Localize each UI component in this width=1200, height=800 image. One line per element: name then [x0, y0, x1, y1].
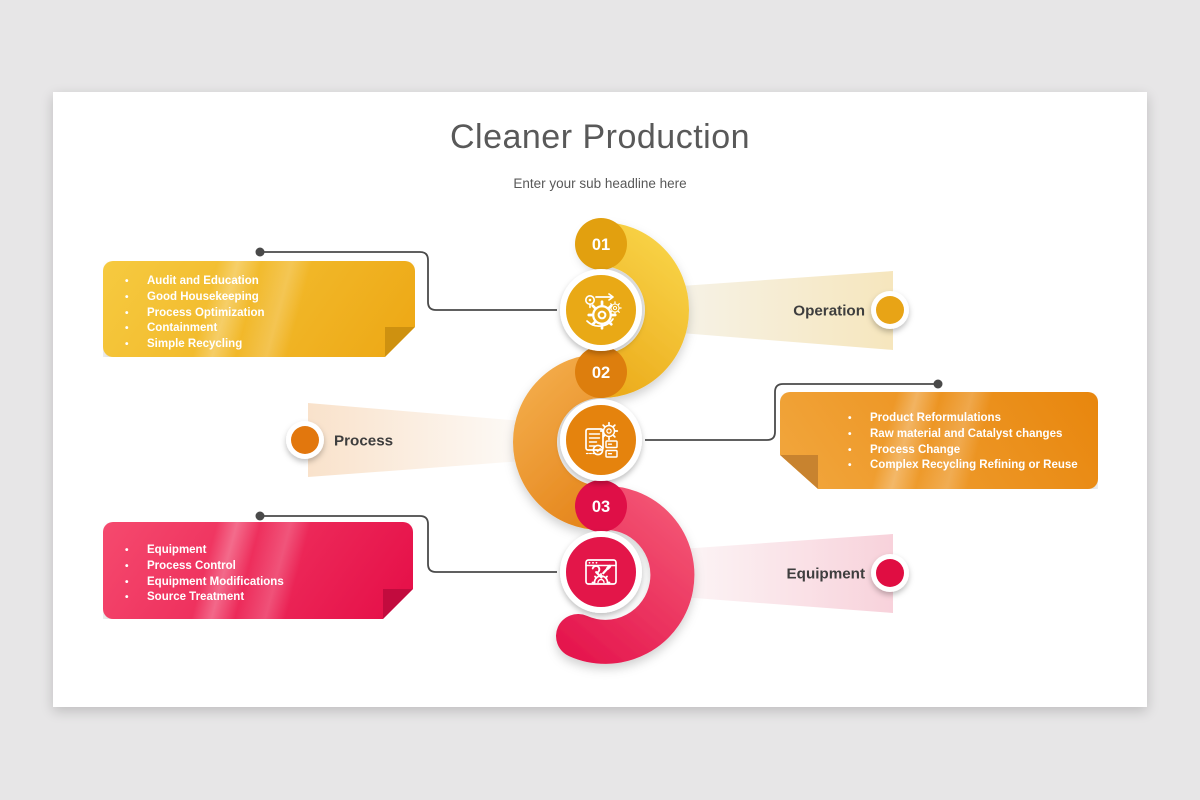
operation-label: Operation — [793, 303, 865, 320]
slide-canvas: Cleaner Production Enter your sub headli… — [53, 92, 1147, 707]
operation-dot — [871, 291, 909, 329]
detail-box-process: Product Reformulations Raw material and … — [780, 392, 1098, 489]
bullet-item: Audit and Education — [123, 274, 407, 290]
connector-dot-equipment — [255, 511, 265, 521]
connector-line-operation — [260, 251, 557, 311]
bullet-item: Product Reformulations — [846, 411, 1090, 427]
equipment-dot — [871, 554, 909, 592]
bullet-item: Simple Recycling — [123, 337, 407, 353]
bullet-item: Process Control — [123, 559, 405, 575]
badge-01-number: 01 — [592, 236, 610, 254]
icon-circle-01 — [560, 269, 642, 351]
bullet-item: Containment — [123, 321, 407, 337]
connector-dot-process — [933, 379, 943, 389]
gears-workflow-arrow-icon — [585, 293, 622, 330]
connector-lines — [260, 251, 938, 573]
detail-box-operation: Audit and Education Good Housekeeping Pr… — [103, 261, 415, 357]
bullet-list-equipment: Equipment Process Control Equipment Modi… — [103, 522, 413, 606]
connector-line-equipment — [260, 515, 557, 573]
page-title: Cleaner Production — [449, 118, 751, 156]
bullet-item: Good Housekeeping — [123, 290, 407, 306]
badge-02-number: 02 — [592, 364, 610, 382]
connector-dot-operation — [255, 247, 265, 257]
bullet-item: Complex Recycling Refining or Reuse — [846, 458, 1090, 474]
bullet-item: Source Treatment — [123, 590, 405, 606]
detail-box-equipment: Equipment Process Control Equipment Modi… — [103, 522, 413, 619]
process-dot — [286, 421, 324, 459]
document-gear-checklist-icon — [585, 421, 619, 458]
spiral-bands — [513, 222, 695, 664]
bullet-item: Equipment — [123, 543, 405, 559]
icon-circle-02 — [560, 399, 642, 481]
badge-03: 03 — [575, 480, 627, 532]
badge-01: 01 — [575, 218, 627, 270]
process-beam — [308, 403, 523, 477]
process-label: Process — [334, 433, 393, 450]
equipment-label: Equipment — [787, 566, 865, 583]
equipment-beam — [681, 534, 893, 613]
icon-circle-03 — [560, 531, 642, 613]
badge-03-number: 03 — [592, 498, 610, 516]
operation-beam — [681, 271, 893, 350]
bullet-list-operation: Audit and Education Good Housekeeping Pr… — [103, 261, 415, 353]
band-02 — [513, 354, 623, 530]
band-01 — [579, 222, 689, 398]
bullet-item: Process Change — [846, 443, 1090, 459]
band-03 — [556, 485, 695, 664]
infographic-svg: Operation Process Equipment — [255, 218, 943, 664]
bullet-item: Process Optimization — [123, 306, 407, 322]
page-subtitle: Enter your sub headline here — [513, 176, 687, 191]
window-tools-icon — [585, 559, 617, 585]
badge-02: 02 — [575, 346, 627, 398]
bullet-list-process: Product Reformulations Raw material and … — [780, 392, 1098, 474]
bullet-item: Raw material and Catalyst changes — [846, 427, 1090, 443]
icon-circles — [560, 269, 642, 613]
bullet-item: Equipment Modifications — [123, 575, 405, 591]
connector-line-process — [645, 383, 938, 441]
